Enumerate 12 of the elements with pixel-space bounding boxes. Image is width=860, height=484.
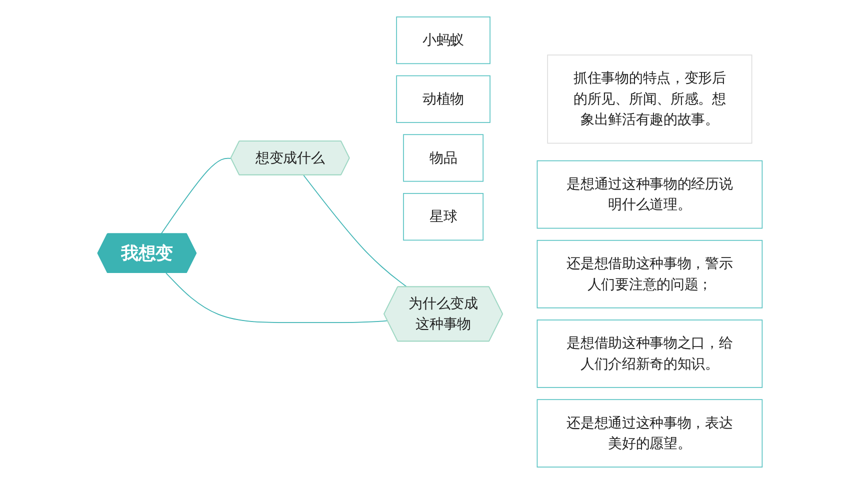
node-box: 星球 <box>403 193 484 241</box>
node-box: 是想通过这种事物的经历说明什么道理。 <box>536 160 763 229</box>
node-box: 还是想借助这种事物，警示人们要注意的问题； <box>536 240 763 308</box>
node-box: 物品 <box>403 134 484 182</box>
connector <box>303 174 408 288</box>
connector <box>166 272 388 324</box>
node-box: 抓住事物的特点，变形后的所见、所闻、所感。想象出鲜活有趣的故事。 <box>547 54 752 144</box>
node-box: 动植物 <box>396 75 490 123</box>
connector <box>160 158 232 235</box>
node-box: 是想借助这种事物之口，给人们介绍新奇的知识。 <box>536 320 763 388</box>
node-box: 还是想通过这种事物，表达美好的愿望。 <box>536 399 763 468</box>
node-box: 小蚂蚁 <box>396 16 490 64</box>
